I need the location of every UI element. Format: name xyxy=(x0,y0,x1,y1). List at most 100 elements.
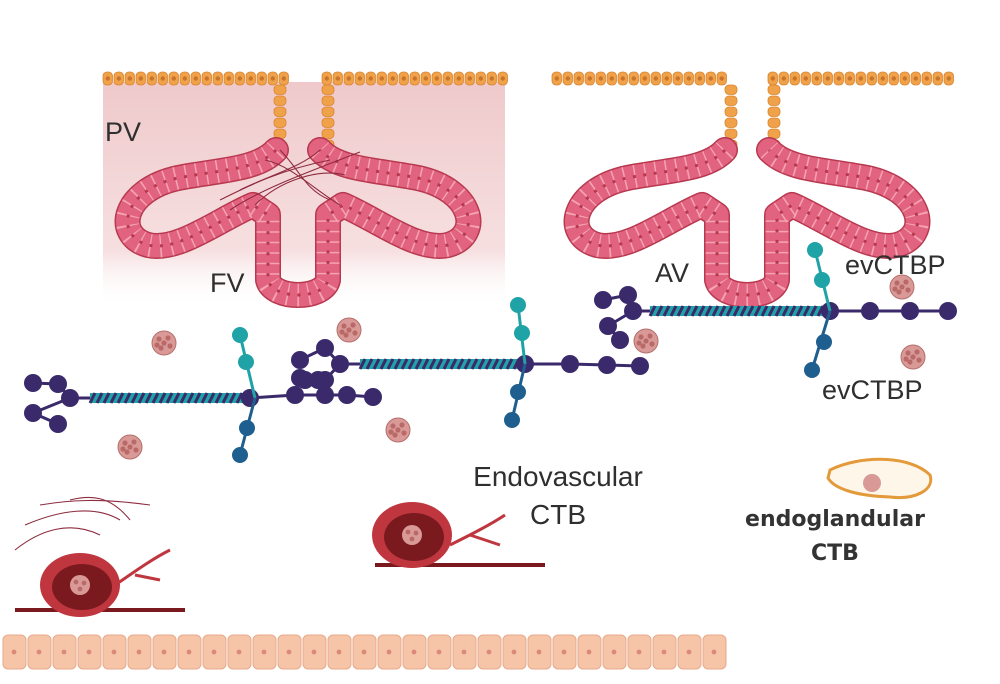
basal-cell-nucleus xyxy=(211,649,217,655)
surface-cell-nucleus xyxy=(891,76,896,81)
neck-cell xyxy=(273,95,287,106)
chain3-left-bead xyxy=(611,331,629,349)
basal-cell-nucleus xyxy=(561,649,567,655)
chain1-blue-bead xyxy=(232,447,248,463)
surface-cell-nucleus xyxy=(423,76,428,81)
chain2-stripe-twist xyxy=(463,358,472,370)
capillary-network-top xyxy=(219,149,361,211)
neck-cell xyxy=(273,84,287,95)
chain2-stripe-twist xyxy=(400,358,409,370)
basal-cell-nucleus xyxy=(11,649,17,655)
artery-left-ctb-cell xyxy=(81,580,87,586)
neck-cell xyxy=(724,95,738,106)
surface-cell-nucleus xyxy=(193,76,198,81)
chain3-stripe-twist xyxy=(795,305,804,317)
surface-cell-nucleus xyxy=(248,76,253,81)
surface-cell-nucleus xyxy=(880,76,885,81)
neck-cell xyxy=(724,117,738,128)
surface-cell-nucleus xyxy=(719,76,724,81)
surface-epithelium xyxy=(102,71,954,150)
surface-cell-nucleus xyxy=(138,76,143,81)
capillary-left xyxy=(14,527,101,551)
surface-cell-nucleus xyxy=(858,76,863,81)
chain3-left-bead xyxy=(619,286,637,304)
chain2-stripe-twist xyxy=(379,358,388,370)
surface-cell-nucleus xyxy=(105,76,111,81)
basal-cell-nucleus xyxy=(461,649,467,655)
surface-cell-nucleus xyxy=(204,76,209,81)
surface-cell-nucleus xyxy=(478,76,483,81)
chain3-stripe-twist xyxy=(725,305,734,317)
chain1-right-bead xyxy=(364,388,382,406)
surface-cell-nucleus xyxy=(116,76,122,81)
cluster-cell xyxy=(346,327,352,333)
surface-cell-nucleus xyxy=(686,76,691,81)
cluster-cell xyxy=(156,336,162,342)
chain3-right-bead xyxy=(861,302,879,320)
chain1-stripe-twist xyxy=(214,392,223,404)
artery-left-ctb xyxy=(70,575,90,595)
capillary xyxy=(239,149,321,191)
surface-cell-nucleus xyxy=(445,76,450,81)
cluster-cell xyxy=(636,340,642,346)
capillary-left xyxy=(69,496,131,521)
basal-cell-nucleus xyxy=(411,649,417,655)
neck-cell xyxy=(321,106,335,117)
chain1-stripe-twist xyxy=(179,392,188,404)
chain1-teal-bead xyxy=(238,354,254,370)
cluster-cell xyxy=(401,430,407,436)
chain2-left-bead xyxy=(316,371,334,389)
surface-cell-nucleus xyxy=(456,76,461,81)
basal-cell-nucleus xyxy=(186,649,192,655)
chain2-stripe-twist xyxy=(477,358,486,370)
chain2-left-bead xyxy=(291,369,309,387)
spiral-arteries xyxy=(14,496,545,617)
artery-middle-branch xyxy=(449,513,506,547)
chain1-left-bead xyxy=(49,375,67,393)
chain3-stripe-twist xyxy=(802,305,811,317)
chain1-stripe-twist xyxy=(186,392,195,404)
surface-cell-nucleus xyxy=(357,76,362,81)
chain2-stripe-twist xyxy=(505,358,514,370)
surface-cell-nucleus xyxy=(390,76,395,81)
av-gland-nuclei xyxy=(575,148,919,297)
chain3-stripe-twist xyxy=(676,305,685,317)
chain3-stripe-twist xyxy=(662,305,671,317)
surface-cell-nucleus xyxy=(825,76,830,81)
chain2-left-bead xyxy=(316,339,334,357)
basal-cell-nucleus xyxy=(311,649,317,655)
basal-cell-nucleus xyxy=(361,649,367,655)
surface-cell-nucleus xyxy=(467,76,472,81)
cluster-cell xyxy=(643,338,649,344)
cluster-cell xyxy=(399,422,405,428)
capillary xyxy=(254,172,346,206)
chain3-blue-bead xyxy=(804,362,820,378)
chain3-stripe-twist xyxy=(711,305,720,317)
chain1-stripe-twist xyxy=(109,392,118,404)
cluster-cell xyxy=(916,357,922,363)
chain3-stripe-twist xyxy=(760,305,769,317)
cluster-cell xyxy=(910,354,916,360)
surface-cell-nucleus xyxy=(803,76,808,81)
surface-cell-nucleus xyxy=(697,76,702,81)
surface-cell-nucleus xyxy=(434,76,439,81)
cluster-cell xyxy=(638,334,644,340)
cluster-cell xyxy=(131,439,137,445)
capillary-left xyxy=(39,499,151,506)
chain1-stripe-twist xyxy=(158,392,167,404)
endovascular-label-line1: Endovascular xyxy=(473,461,643,492)
chain2-stripe-twist xyxy=(407,358,416,370)
chain1-right-bead xyxy=(338,386,356,404)
surface-cell-nucleus xyxy=(902,76,907,81)
basal-cell-nucleus xyxy=(611,649,617,655)
basal-cell-layer xyxy=(2,634,727,670)
chain2-teal-bead xyxy=(514,325,530,341)
cluster-cell xyxy=(649,341,655,347)
chain1-stripe-twist xyxy=(221,392,230,404)
surface-cell-nucleus xyxy=(281,76,286,81)
cluster-cell xyxy=(903,279,909,285)
neck-cell xyxy=(724,128,738,139)
chain1-left-bead xyxy=(24,374,42,392)
chain2-stripe-twist xyxy=(372,358,381,370)
